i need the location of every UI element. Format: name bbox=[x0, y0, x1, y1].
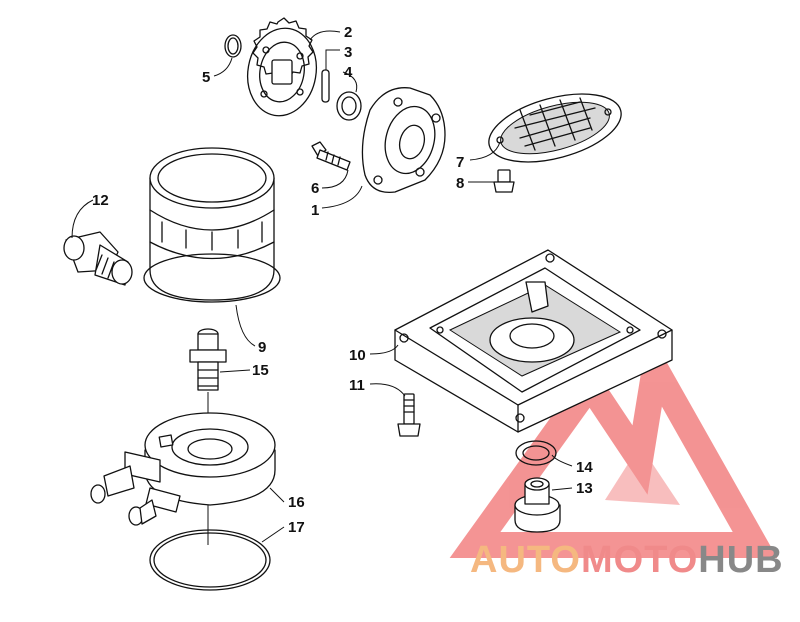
part-oil-pump bbox=[361, 87, 446, 194]
callout-16: 16 bbox=[288, 494, 305, 511]
callout-3: 3 bbox=[344, 44, 352, 61]
watermark-part-auto: AUTO bbox=[470, 539, 581, 581]
callout-15: 15 bbox=[252, 362, 269, 379]
part-oil-screen bbox=[488, 93, 622, 163]
watermark-logo bbox=[449, 329, 778, 558]
watermark-part-moto: MOTO bbox=[581, 539, 698, 581]
part-crush-washer bbox=[515, 440, 557, 466]
part-snap-ring bbox=[224, 34, 242, 58]
callout-5: 5 bbox=[202, 69, 210, 86]
callout-13: 13 bbox=[576, 480, 593, 497]
svg-text:AUTOMOTOHUB: AUTOMOTOHUB bbox=[470, 539, 784, 581]
part-filter-adapter bbox=[90, 412, 276, 526]
part-threaded-nipple bbox=[189, 328, 227, 391]
callout-8: 8 bbox=[456, 175, 464, 192]
part-large-o-ring bbox=[149, 529, 271, 591]
callout-4: 4 bbox=[344, 64, 353, 81]
part-bolt-8 bbox=[493, 169, 515, 193]
part-oil-filter bbox=[143, 147, 281, 303]
callout-14: 14 bbox=[576, 459, 593, 476]
part-dowel-pin bbox=[321, 69, 330, 103]
leader-lines bbox=[71, 30, 573, 543]
part-bolt-11 bbox=[397, 393, 421, 437]
part-sprocket bbox=[247, 17, 317, 117]
callout-2: 2 bbox=[344, 24, 352, 41]
callout-11: 11 bbox=[349, 377, 365, 394]
callout-6: 6 bbox=[311, 180, 319, 197]
part-pressure-switch bbox=[63, 231, 133, 286]
callout-10: 10 bbox=[349, 347, 366, 364]
part-o-ring bbox=[336, 91, 362, 121]
part-oil-pan bbox=[394, 249, 673, 433]
callout-9: 9 bbox=[258, 339, 266, 356]
callout-1: 1 bbox=[311, 202, 319, 219]
part-drain-plug bbox=[514, 477, 561, 533]
callout-12: 12 bbox=[92, 192, 109, 209]
watermark-part-hub: HUB bbox=[698, 539, 783, 581]
watermark-text: AUTOMOTOHUB bbox=[470, 539, 784, 581]
callout-17: 17 bbox=[288, 519, 305, 536]
part-bolt-6 bbox=[311, 141, 351, 171]
callout-7: 7 bbox=[456, 154, 464, 171]
